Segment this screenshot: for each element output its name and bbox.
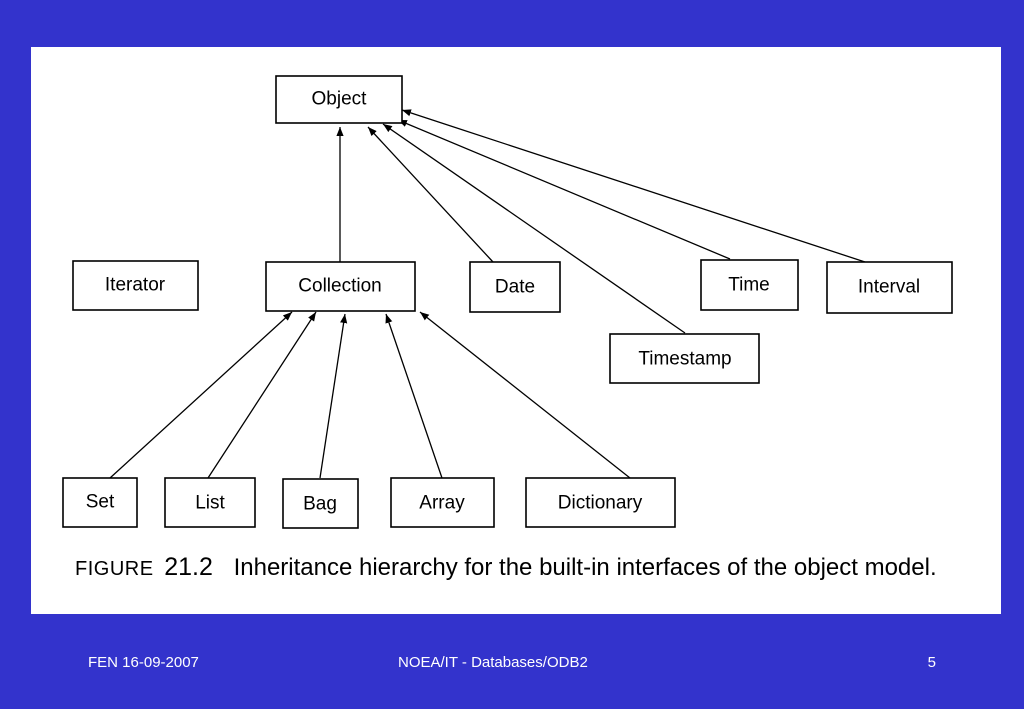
node-list-label: List xyxy=(195,493,225,514)
node-dictionary: Dictionary xyxy=(525,477,676,528)
node-iterator-label: Iterator xyxy=(105,275,166,296)
edge-timestamp-object xyxy=(382,123,686,334)
node-object: Object xyxy=(275,75,403,124)
node-array: Array xyxy=(390,477,495,528)
edge-list-collection xyxy=(207,311,317,479)
node-time: Time xyxy=(700,259,799,311)
node-timestamp: Timestamp xyxy=(609,333,760,384)
node-set: Set xyxy=(62,477,138,528)
node-set-label: Set xyxy=(86,492,115,513)
edge-dictionary-collection xyxy=(419,311,631,479)
edge-time-object xyxy=(397,119,731,260)
figure-number: 21.2 xyxy=(164,553,213,581)
node-array-label: Array xyxy=(419,493,465,514)
node-iterator: Iterator xyxy=(72,260,199,311)
node-dictionary-label: Dictionary xyxy=(558,493,643,514)
node-collection-label: Collection xyxy=(298,276,381,297)
footer-date: FEN 16-09-2007 xyxy=(88,654,199,671)
node-object-label: Object xyxy=(312,89,368,110)
node-list: List xyxy=(164,477,256,528)
node-bag: Bag xyxy=(282,478,359,529)
node-date-label: Date xyxy=(495,277,535,298)
node-interval: Interval xyxy=(826,261,953,314)
edge-array-collection xyxy=(385,313,443,479)
edge-interval-object xyxy=(401,109,866,263)
figure-word: FIGURE xyxy=(75,558,154,580)
node-timestamp-label: Timestamp xyxy=(638,349,731,370)
footer-page-number: 5 xyxy=(927,654,936,671)
figure-caption: FIGURE 21.2 Inheritance hierarchy for th… xyxy=(75,553,937,582)
edges xyxy=(109,109,866,479)
node-collection: Collection xyxy=(265,261,416,312)
node-interval-label: Interval xyxy=(858,277,920,298)
figure-caption-text: Inheritance hierarchy for the built-in i… xyxy=(233,554,937,581)
node-bag-label: Bag xyxy=(303,494,337,515)
edge-date-object xyxy=(367,126,494,263)
footer-course: NOEA/IT - Databases/ODB2 xyxy=(398,654,588,671)
edge-bag-collection xyxy=(319,313,348,479)
node-time-label: Time xyxy=(728,275,770,296)
edge-set-collection xyxy=(109,311,293,479)
node-date: Date xyxy=(469,261,561,313)
